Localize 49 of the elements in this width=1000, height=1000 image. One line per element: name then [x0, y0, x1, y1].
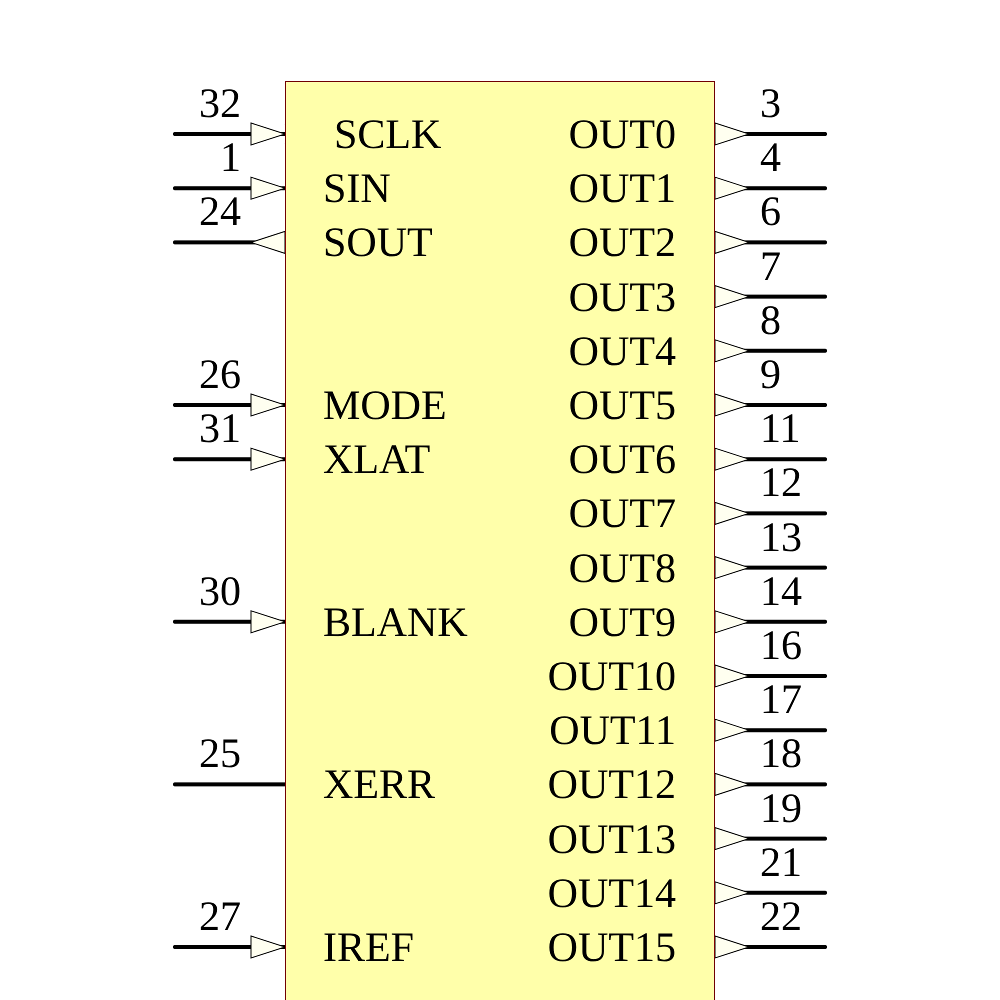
pin-number: 7: [760, 244, 781, 289]
pin-name: MODE: [323, 382, 447, 430]
pin-number: 13: [760, 516, 802, 560]
pin-number: 3: [760, 82, 781, 126]
pin-name: OUT3: [568, 274, 676, 322]
pin-name: OUT1: [568, 165, 676, 214]
ic-body: [285, 81, 715, 1000]
pin-number: 19: [760, 786, 802, 831]
pin-name: OUT7: [568, 490, 676, 538]
pin-number: 18: [760, 732, 802, 776]
pin-number: 11: [760, 407, 800, 452]
pin-name: OUT9: [568, 598, 676, 647]
pin-number: 16: [760, 624, 802, 668]
pin-number: 25: [199, 732, 241, 776]
pin-name: IREF: [323, 924, 414, 972]
pin-number: 26: [199, 353, 241, 397]
pin-name: OUT15: [548, 924, 676, 972]
pin-name: OUT13: [548, 816, 676, 864]
pin-name: XERR: [323, 761, 436, 810]
pin-number: 31: [199, 407, 241, 452]
pin-number: 21: [760, 840, 802, 885]
pin-number: 8: [760, 298, 781, 343]
pin-name: OUT10: [548, 653, 676, 701]
pin-name: OUT8: [568, 544, 676, 593]
pin-number: 17: [760, 678, 802, 722]
pin-number: 22: [760, 895, 802, 939]
pin-name: SIN: [323, 165, 391, 214]
pin-name: SOUT: [323, 219, 433, 268]
pin-name: SCLK: [334, 111, 442, 159]
pin-name: BLANK: [323, 598, 468, 647]
pin-name: OUT6: [568, 436, 676, 484]
pin-name: OUT2: [568, 219, 676, 268]
pin-number: 12: [760, 461, 802, 506]
pin-name: XLAT: [323, 436, 430, 484]
pin-number: 1: [220, 136, 241, 180]
pin-number: 24: [199, 190, 241, 234]
pin-number: 27: [199, 895, 241, 939]
pin-number: 9: [760, 353, 781, 397]
pin-number: 6: [760, 190, 781, 234]
pin-name: OUT14: [548, 870, 676, 918]
pin-name: OUT11: [549, 707, 676, 756]
pin-number: 30: [199, 570, 241, 614]
pin-name: OUT12: [548, 761, 676, 810]
pin-name: OUT5: [568, 382, 676, 430]
pin-number: 32: [199, 82, 241, 126]
pin-number: 14: [760, 570, 802, 614]
pin-number: 4: [760, 136, 781, 180]
pin-name: OUT0: [568, 111, 676, 159]
pin-name: OUT4: [568, 328, 676, 376]
